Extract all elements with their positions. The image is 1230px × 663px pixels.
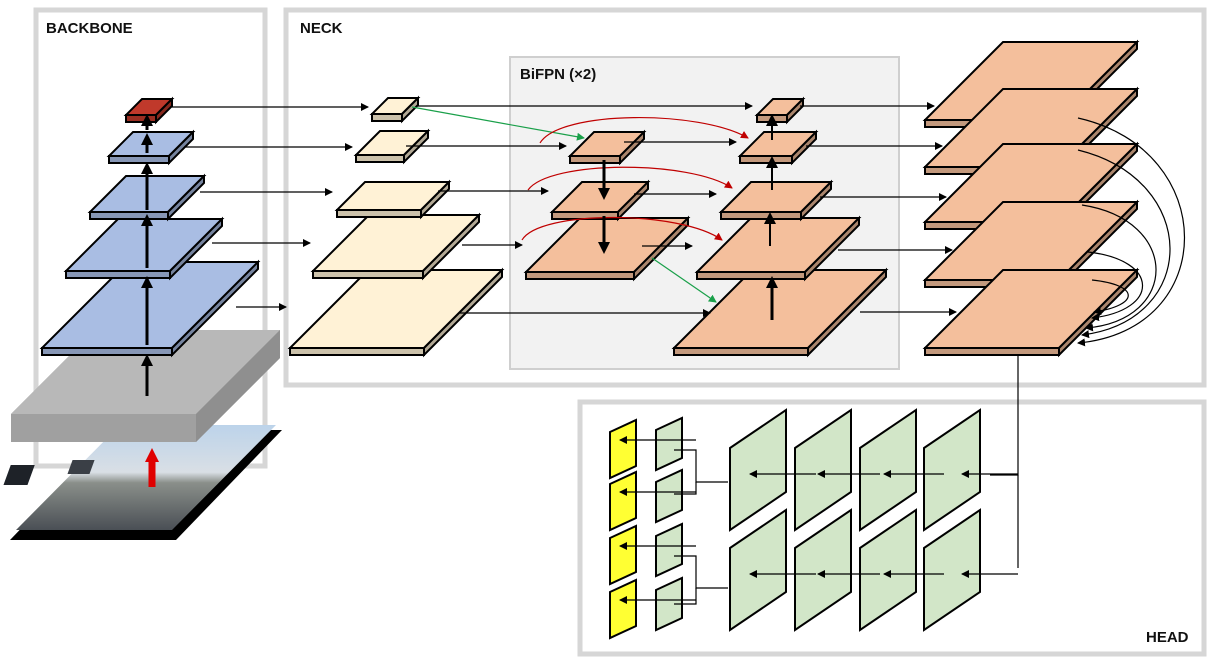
head-conv-r1-c2 (794, 408, 852, 532)
red-skip-p6 (539, 117, 749, 144)
head-conv-r1-c4 (923, 408, 981, 532)
bifpn-label: BiFPN (×2) (520, 66, 596, 83)
out-arc-p5 (1081, 204, 1157, 332)
red-skip-p5 (527, 166, 733, 191)
head-bracket-top-2 (674, 482, 697, 495)
out-arc-p3 (1091, 279, 1129, 315)
head-small-conv-2 (655, 468, 683, 524)
head-output-4 (609, 578, 637, 640)
input-image (3, 425, 282, 540)
head-output-2 (609, 470, 637, 532)
green-td-to-bu-p3 (651, 257, 717, 303)
bifpn-bu-node-p4 (694, 215, 862, 282)
head-conv-r2-c1 (729, 508, 787, 632)
bifpn-td-node-3 (567, 129, 647, 166)
output-feature-p3 (922, 267, 1140, 358)
backbone-layer-p4 (63, 216, 225, 281)
bifpn-bu-node-p3 (671, 267, 889, 358)
neck-section-frame (283, 7, 1207, 388)
backbone-layer-p6 (106, 129, 196, 166)
head-conv-r1-c1 (729, 408, 787, 532)
backbone-layer-p3 (39, 259, 261, 358)
head-conv-r2-c2 (794, 508, 852, 632)
output-to-head-line (990, 356, 1019, 476)
out-arc-p7 (1077, 117, 1186, 347)
head-small-conv-3 (655, 522, 683, 578)
head-bracket-bottom (674, 555, 728, 589)
head-small-conv-1 (655, 416, 683, 472)
out-arc-p4 (1087, 251, 1144, 322)
head-output-3 (609, 524, 637, 586)
head-label: HEAD (1146, 629, 1189, 646)
neck-input-p4 (310, 212, 482, 281)
neck-input-p7 (369, 95, 421, 124)
neck-input-p5 (334, 179, 452, 220)
red-skip-p4 (521, 216, 723, 241)
green-p7-to-td (411, 106, 585, 141)
head-section-frame (577, 399, 1207, 657)
backbone-label: BACKBONE (46, 20, 133, 37)
head-bracket-bottom-2 (674, 588, 697, 605)
neck-label: NECK (300, 20, 343, 37)
head-bracket-top (674, 449, 728, 483)
head-output-1 (609, 418, 637, 480)
head-conv-r1-c3 (859, 408, 917, 532)
out-arc-p6 (1077, 149, 1171, 339)
head-conv-r2-c3 (859, 508, 917, 632)
head-conv-r2-c4 (923, 508, 981, 632)
backbone-layer-p7 (123, 96, 175, 125)
head-small-conv-4 (655, 576, 683, 632)
